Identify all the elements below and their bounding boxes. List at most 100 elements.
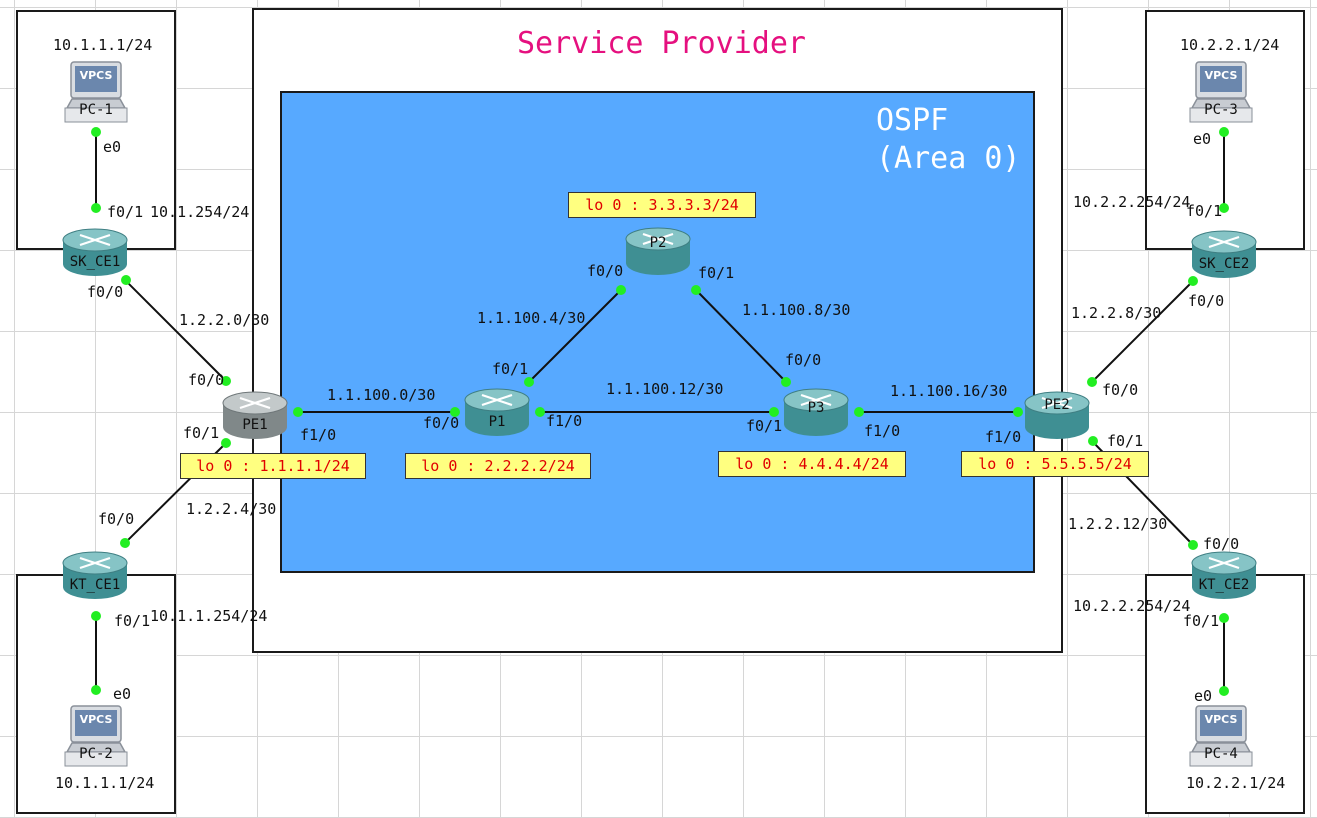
router-icon <box>625 227 691 275</box>
port-dot <box>781 377 791 387</box>
port-dot <box>1087 377 1097 387</box>
vpcs-computer-icon <box>64 61 128 123</box>
port-dot <box>293 407 303 417</box>
vpcs-badge: VPCS <box>1204 713 1238 726</box>
router-icon <box>1024 391 1090 439</box>
port-pc1-e0: e0 <box>103 138 122 156</box>
port-pc2-e0: e0 <box>113 685 132 703</box>
router-pe1-name: PE1 <box>242 417 268 433</box>
pc-2[interactable]: VPCS PC-2 <box>63 704 129 768</box>
port-kt2-f00: f0/0 <box>1203 535 1240 553</box>
router-p3[interactable]: P3 <box>780 386 852 440</box>
port-dot <box>120 538 130 548</box>
link-p1-p2 <box>528 289 622 383</box>
port-pe2-f00: f0/0 <box>1102 381 1139 399</box>
sk-ce2-gateway: 10.2.2.254/24 <box>1073 193 1191 211</box>
subnet-p3-pe2: 1.1.100.16/30 <box>890 382 1008 400</box>
router-kt-ce1-name: KT_CE1 <box>69 577 121 593</box>
pc-3[interactable]: VPCS PC-3 <box>1188 60 1254 124</box>
port-dot <box>91 127 101 137</box>
router-icon <box>1191 230 1257 278</box>
link-pe2-sk-ce2 <box>1091 280 1194 383</box>
subnet-kt1-pe1: 1.2.2.4/30 <box>186 500 277 518</box>
loopback-p2: lo 0 : 3.3.3.3/24 <box>568 192 756 218</box>
pc1-ip: 10.1.1.1/24 <box>53 36 153 54</box>
pc3-ip: 10.2.2.1/24 <box>1180 36 1280 54</box>
loopback-pe2: lo 0 : 5.5.5.5/24 <box>961 451 1149 477</box>
router-sk-ce1-name: SK_CE1 <box>69 254 121 270</box>
router-icon <box>62 551 128 599</box>
port-sk2-f01: f0/1 <box>1186 202 1223 220</box>
port-pe1-f01: f0/1 <box>183 424 220 442</box>
router-sk-ce2-name: SK_CE2 <box>1198 256 1250 272</box>
pc-1-name: PC-1 <box>79 102 113 118</box>
loopback-p1: lo 0 : 2.2.2.2/24 <box>405 453 591 479</box>
router-icon <box>222 391 288 439</box>
port-sk1-f00: f0/0 <box>87 283 124 301</box>
link-p2-p3 <box>695 289 787 383</box>
port-dot <box>91 685 101 695</box>
router-p2[interactable]: P2 <box>622 225 694 279</box>
pc-2-name: PC-2 <box>79 746 113 762</box>
pc-4-name: PC-4 <box>1204 746 1238 762</box>
pc4-ip: 10.2.2.1/24 <box>1186 774 1286 792</box>
router-kt-ce2[interactable]: KT_CE2 <box>1188 549 1260 603</box>
router-p3-name: P3 <box>807 400 825 416</box>
router-icon <box>783 388 849 436</box>
port-dot <box>1088 436 1098 446</box>
port-kt1-f00: f0/0 <box>98 510 135 528</box>
port-dot <box>1219 127 1229 137</box>
port-dot <box>1219 203 1229 213</box>
port-pc4-e0: e0 <box>1194 687 1213 705</box>
vpcs-badge: VPCS <box>79 69 113 82</box>
pc-4[interactable]: VPCS PC-4 <box>1188 704 1254 768</box>
router-sk-ce1[interactable]: SK_CE1 <box>59 226 131 280</box>
port-p1-f10: f1/0 <box>546 412 583 430</box>
pc-1[interactable]: VPCS PC-1 <box>63 60 129 124</box>
subnet-p1-p3: 1.1.100.12/30 <box>606 380 724 398</box>
pc-3-name: PC-3 <box>1204 102 1238 118</box>
vpcs-badge: VPCS <box>1204 69 1238 82</box>
ospf-title-line2: (Area 0) <box>876 141 1021 176</box>
router-icon <box>62 228 128 276</box>
port-p1-f01: f0/1 <box>492 360 529 378</box>
port-dot <box>535 407 545 417</box>
port-dot <box>616 285 626 295</box>
subnet-pe1-p1: 1.1.100.0/30 <box>327 386 436 404</box>
router-sk-ce2[interactable]: SK_CE2 <box>1188 228 1260 282</box>
port-kt2-f01: f0/1 <box>1183 612 1220 630</box>
router-p1[interactable]: P1 <box>461 386 533 440</box>
port-dot <box>91 611 101 621</box>
loopback-pe1: lo 0 : 1.1.1.1/24 <box>180 453 366 479</box>
service-provider-title: Service Provider <box>517 26 806 61</box>
port-dot <box>1188 276 1198 286</box>
port-sk1-f01: f0/1 <box>107 203 144 221</box>
port-dot <box>450 407 460 417</box>
router-p1-name: P1 <box>488 414 506 430</box>
port-sk2-f00: f0/0 <box>1188 292 1225 310</box>
port-p2-f01: f0/1 <box>698 264 735 282</box>
router-pe2[interactable]: PE2 <box>1021 389 1093 443</box>
subnet-p1-p2: 1.1.100.4/30 <box>477 309 586 327</box>
port-dot <box>691 285 701 295</box>
pc2-ip: 10.1.1.1/24 <box>55 774 155 792</box>
link-sk-ce1-pe1 <box>124 279 227 382</box>
port-kt1-f01: f0/1 <box>114 612 151 630</box>
port-dot <box>524 377 534 387</box>
port-pc3-e0: e0 <box>1193 130 1212 148</box>
ospf-title-line1: OSPF <box>876 103 949 138</box>
vpcs-computer-icon <box>1189 61 1253 123</box>
subnet-sk1-pe1: 1.2.2.0/30 <box>179 311 270 329</box>
vpcs-computer-icon <box>64 705 128 767</box>
port-pe1-f00: f0/0 <box>188 371 225 389</box>
port-dot <box>221 438 231 448</box>
port-dot <box>854 407 864 417</box>
router-pe1[interactable]: PE1 <box>219 389 291 443</box>
kt-ce2-gateway: 10.2.2.254/24 <box>1073 597 1191 615</box>
vpcs-badge: VPCS <box>79 713 113 726</box>
subnet-p2-p3: 1.1.100.8/30 <box>742 301 851 319</box>
router-kt-ce1[interactable]: KT_CE1 <box>59 549 131 603</box>
kt-ce1-gateway: 10.1.1.254/24 <box>150 607 268 625</box>
